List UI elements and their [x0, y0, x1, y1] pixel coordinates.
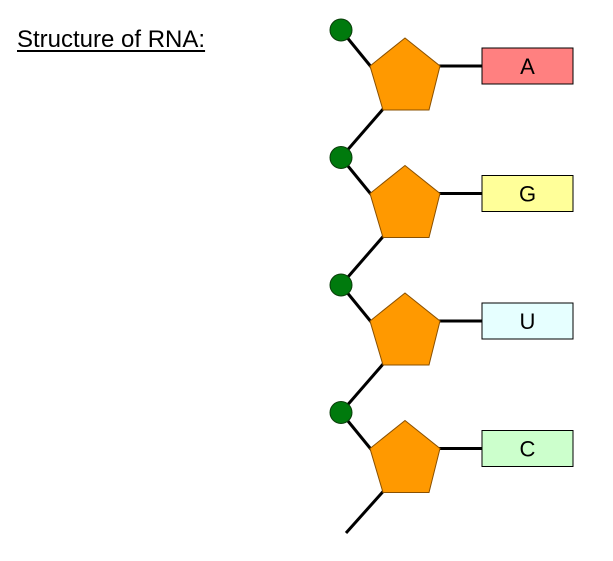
base-c-label: C: [520, 437, 536, 462]
ribose-sugar: [369, 419, 441, 493]
ribose-sugar: [369, 164, 441, 238]
ribose-sugar: [369, 292, 441, 366]
phosphate-group: [329, 146, 353, 169]
base-g-box: [481, 175, 574, 212]
base-c-box: [481, 430, 574, 467]
phosphate-group: [329, 273, 353, 297]
phosphate-group: [329, 18, 353, 42]
base-u-label: U: [520, 309, 536, 334]
base-u-box: [481, 302, 574, 340]
base-g-label: G: [519, 182, 536, 207]
phosphate-group: [329, 401, 353, 424]
base-a-label: A: [520, 54, 535, 79]
base-a-box: [481, 47, 574, 85]
diagram-title: Structure of RNA:: [17, 26, 206, 53]
strand-end-bond: [344, 489, 386, 534]
ribose-sugar: [369, 37, 441, 111]
